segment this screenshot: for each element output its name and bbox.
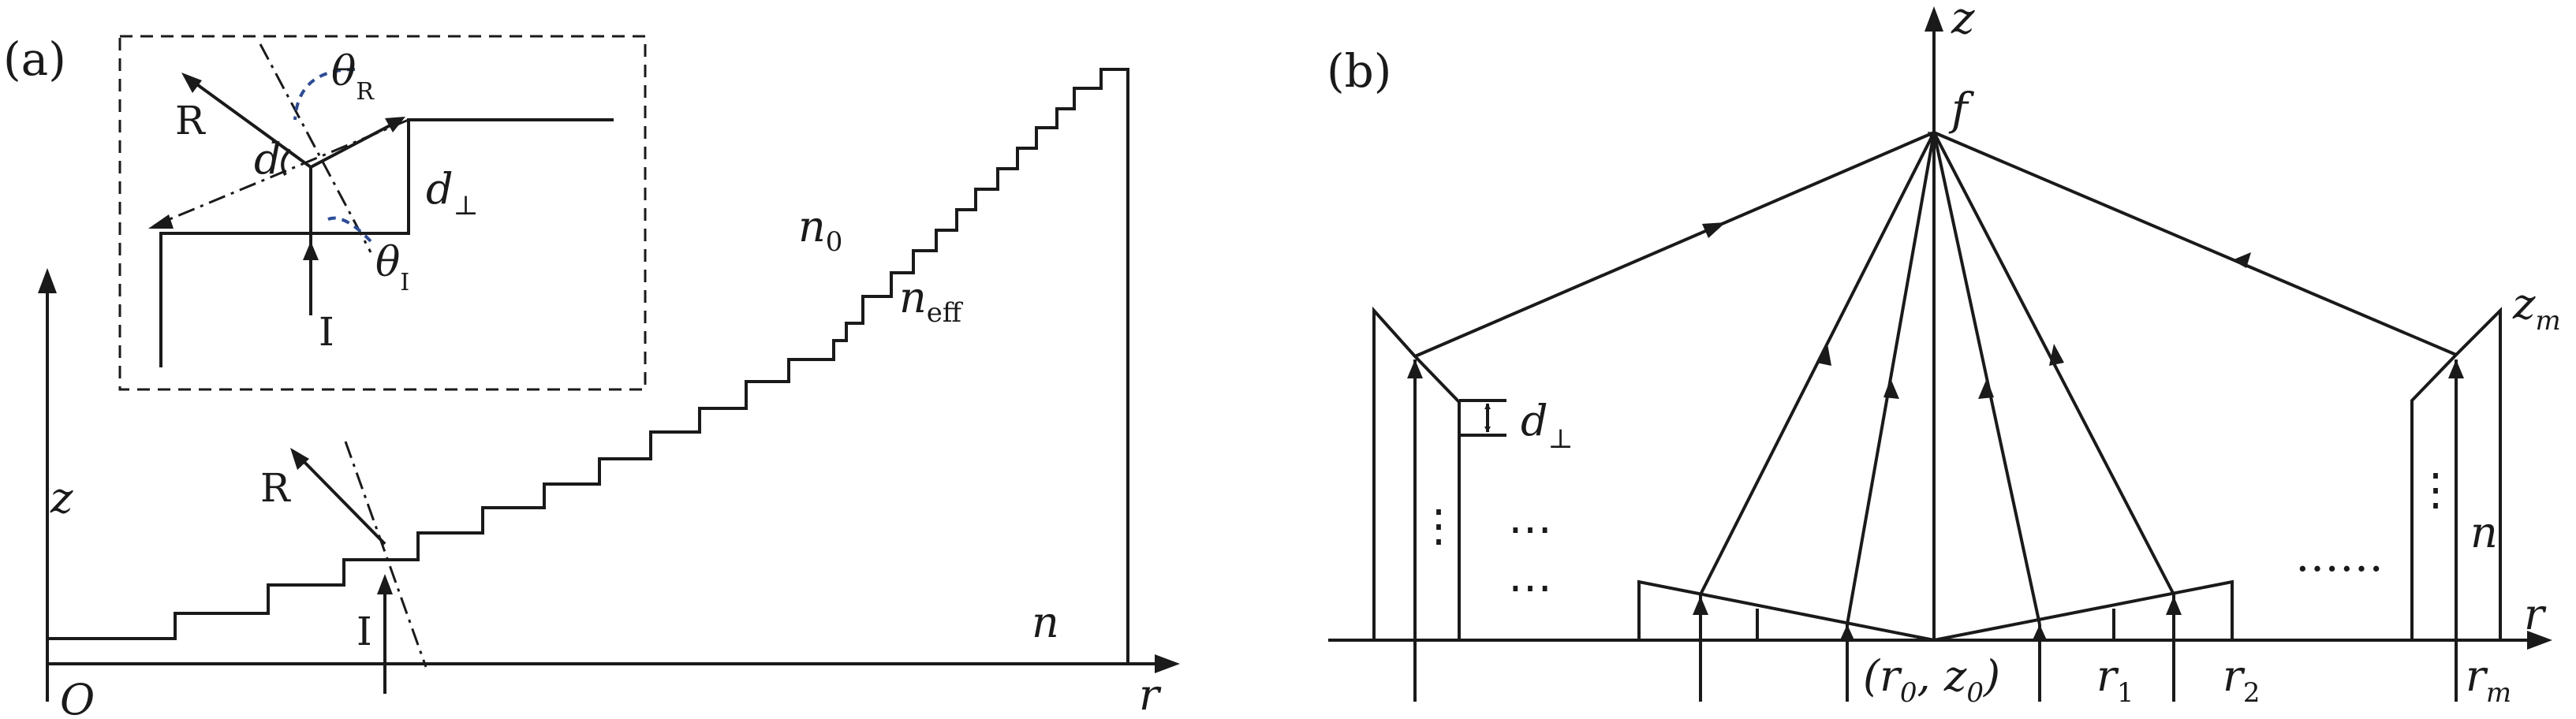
- panel-a-normal: [344, 441, 427, 668]
- inset-d-arrow: [148, 214, 174, 229]
- inset-normal: [259, 43, 372, 253]
- inset-d-label: d: [254, 134, 282, 184]
- panel-b-r2-label: r2: [2223, 651, 2260, 709]
- panel-b-arrow-rm-right: [2448, 360, 2464, 378]
- panel-a-z-label: z: [50, 473, 73, 523]
- panel-b-ray-outer-left: [1414, 131, 1935, 358]
- panel-b-rm-label: rm: [2466, 651, 2511, 709]
- panel-b-arrow-r2-left: [1693, 596, 1708, 615]
- panel-a-origin-label: O: [60, 675, 95, 719]
- panel-a-n0-label: n0: [798, 202, 842, 258]
- panel-b-d-perp-label: d⊥: [1521, 396, 1574, 455]
- panel-b-z-label: z: [1951, 0, 1975, 44]
- panel-a-r-label: r: [1139, 670, 1162, 719]
- panel-b-dir-arrow-r2-left: [1816, 344, 1831, 366]
- inset-angle-mark: [281, 148, 292, 176]
- panel-a-n-label: n: [1032, 598, 1059, 647]
- panel-b-r-label: r: [2524, 590, 2547, 639]
- panel-a-neff-label: neff: [899, 273, 964, 329]
- inset-theta-I-arc: [322, 216, 372, 243]
- panel-b-vdots-left: ⋮: [1417, 501, 1461, 552]
- inset-theta-R-label: θR: [331, 48, 375, 106]
- panel-b-dir-arrow-r1-right: [1978, 378, 1994, 399]
- panel-a-R-label: R: [260, 465, 291, 511]
- panel-b-r0z0-label: (r0, z0): [1863, 651, 2000, 709]
- inset-I-label: I: [319, 309, 334, 355]
- panel-b-dir-arrow-outer-right: [2232, 252, 2251, 268]
- panel-a-staircase: [47, 68, 1129, 664]
- inset-reflected-arrow: [181, 73, 202, 93]
- inset-d-perp-label: d⊥: [426, 164, 479, 222]
- inset-theta-I-label: θI: [375, 239, 409, 296]
- panel-b-z-axis-arrow: [1925, 6, 1943, 32]
- panel-b-n-label: n: [2470, 508, 2498, 557]
- panel-b-focus-label: f: [1948, 84, 1975, 136]
- panel-a-r-axis-arrow: [1155, 654, 1180, 673]
- panel-b-dots-mid-top: ⋯: [1508, 504, 1552, 555]
- panel-a-z-axis-arrow: [38, 268, 57, 293]
- panel-b-dir-arrow-r1-left: [1883, 378, 1899, 399]
- inset-R-label: R: [175, 98, 206, 143]
- inset-refl-out-arrow: [385, 117, 405, 132]
- panel-b-arrow-r1-right: [2032, 624, 2048, 642]
- panel-a: (a) z r O R I n0 neff n: [3, 32, 1180, 719]
- panel-a-I-label: I: [357, 609, 372, 654]
- panel-b-arrow-r1-left: [1839, 624, 1855, 642]
- panel-a-label: (a): [3, 32, 66, 86]
- panel-b-vdots-right: ⋮: [2414, 464, 2458, 516]
- panel-b-dots-right: ……: [2295, 531, 2384, 582]
- panel-b-ray-r2-left: [1699, 132, 1936, 595]
- panel-b-arrow-r2-right: [2166, 596, 2182, 615]
- panel-a-reflected-arrow: [290, 448, 309, 470]
- panel-b-r1-label: r1: [2096, 651, 2134, 709]
- panel-b-r-axis-arrow: [2527, 631, 2552, 650]
- panel-b: (b) z r f d⊥ ⋮ ⋯ ⋯ …… ⋮ n zm: [1327, 0, 2561, 709]
- panel-b-arrow-rm-left: [1407, 360, 1423, 378]
- panel-a-incident-arrow: [377, 574, 393, 594]
- inset-refl-in: [310, 118, 401, 169]
- panel-b-ray-outer-right: [1933, 131, 2457, 356]
- panel-b-dir-arrow-r2-right: [2049, 344, 2064, 366]
- panel-b-zm-label: zm: [2512, 279, 2561, 337]
- inset-reflected: [188, 77, 312, 169]
- panel-b-dots-mid-bottom: ⋯: [1508, 562, 1552, 613]
- panel-a-reflected-ray: [297, 454, 386, 546]
- inset-incident-arrow: [303, 241, 319, 260]
- inset-frame: [118, 35, 647, 391]
- panel-b-label: (b): [1327, 44, 1391, 98]
- panel-b-dir-arrow-outer-left: [1702, 222, 1726, 238]
- inset-theta-R-arc: [293, 68, 356, 121]
- panel-a-inset: R I d d⊥ θR θI: [118, 35, 647, 391]
